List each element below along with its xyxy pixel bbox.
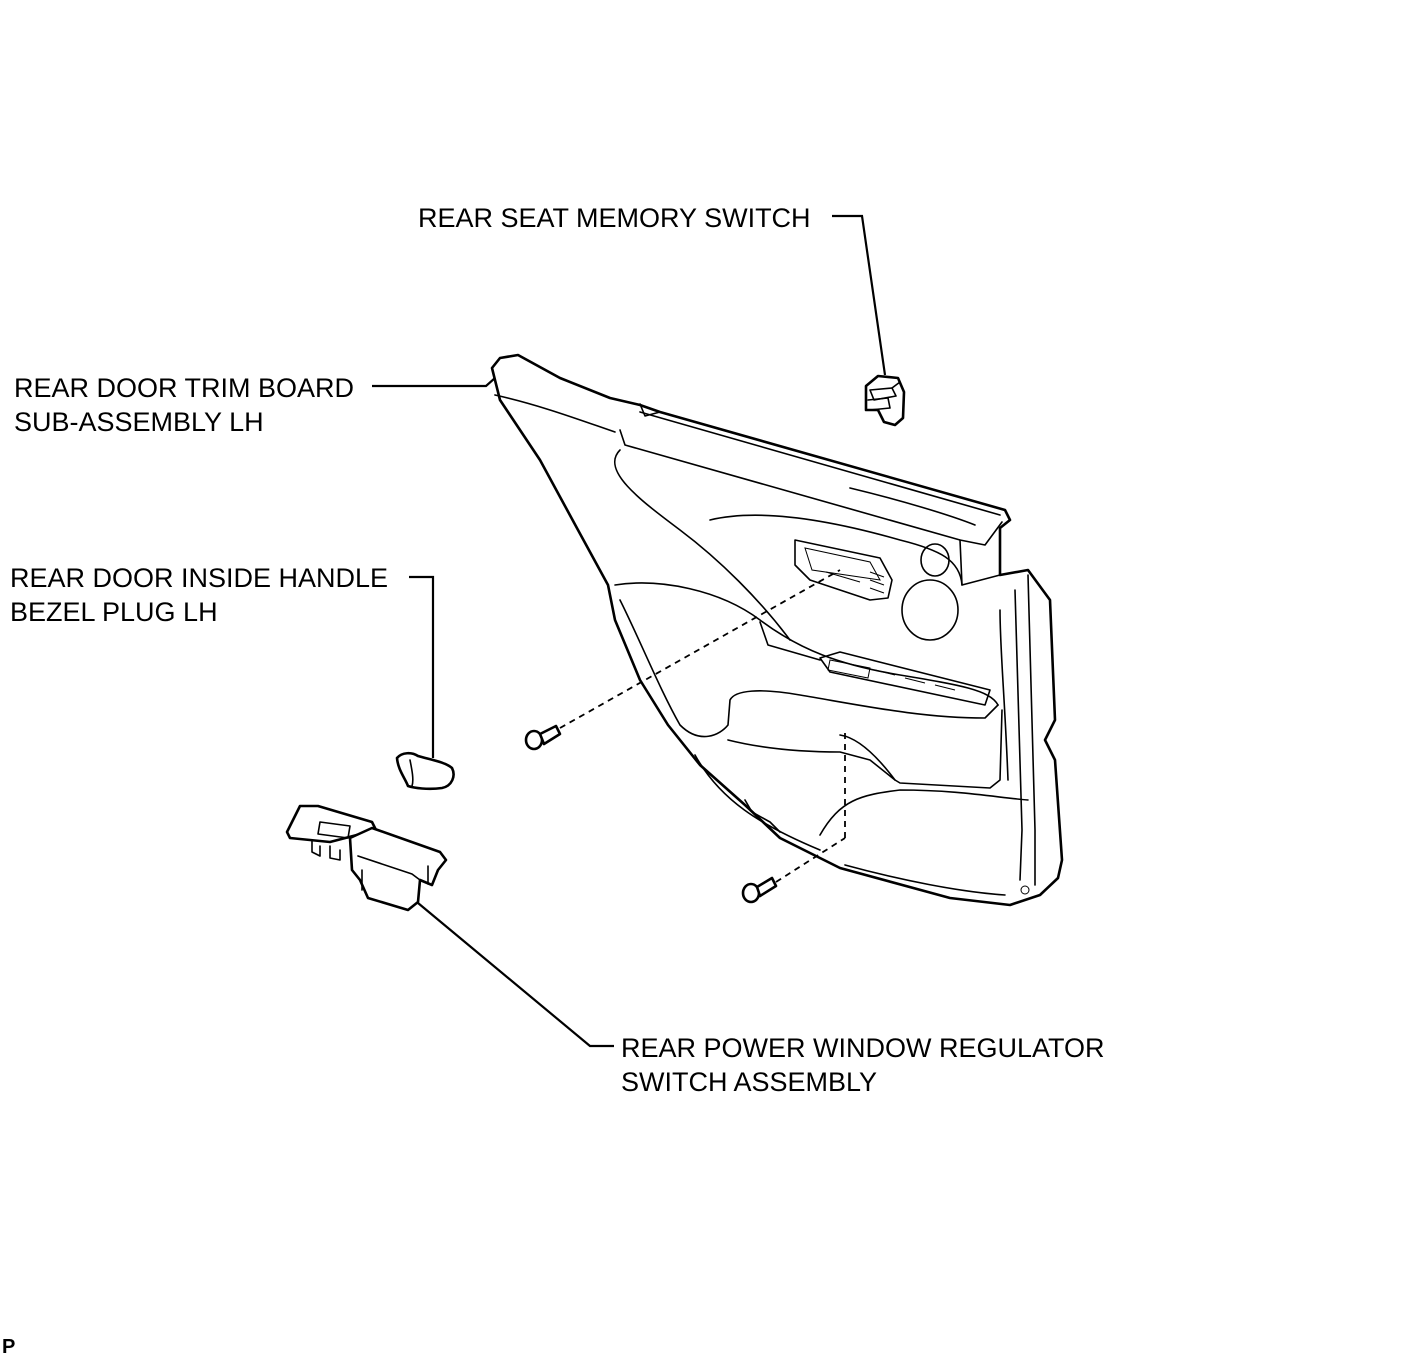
corner-code: P bbox=[2, 1336, 16, 1358]
label-line: BEZEL PLUG LH bbox=[10, 597, 218, 627]
label-line: SUB-ASSEMBLY LH bbox=[14, 407, 264, 437]
label-rear-door-trim-board: REAR DOOR TRIM BOARD SUB-ASSEMBLY LH bbox=[14, 371, 354, 439]
rear-door-inside-handle-bezel-plug bbox=[395, 751, 455, 791]
installation-lines bbox=[559, 569, 846, 883]
label-line: REAR DOOR INSIDE HANDLE bbox=[10, 563, 389, 593]
leader-lines bbox=[372, 214, 887, 1048]
label-bezel-plug: REAR DOOR INSIDE HANDLE BEZEL PLUG LH bbox=[10, 561, 388, 629]
rear-power-window-regulator-switch bbox=[285, 804, 448, 912]
screw-upper bbox=[524, 724, 562, 751]
label-power-window-switch: REAR POWER WINDOW REGULATOR SWITCH ASSEM… bbox=[621, 1031, 1105, 1099]
rear-seat-memory-switch bbox=[864, 374, 906, 427]
label-rear-seat-memory-switch: REAR SEAT MEMORY SWITCH bbox=[418, 203, 811, 233]
label-line: REAR POWER WINDOW REGULATOR bbox=[621, 1033, 1105, 1063]
label-line: SWITCH ASSEMBLY bbox=[621, 1067, 878, 1097]
screw-lower bbox=[741, 876, 778, 904]
label-line: REAR DOOR TRIM BOARD bbox=[14, 373, 355, 403]
rear-door-trim-board bbox=[490, 353, 1064, 907]
